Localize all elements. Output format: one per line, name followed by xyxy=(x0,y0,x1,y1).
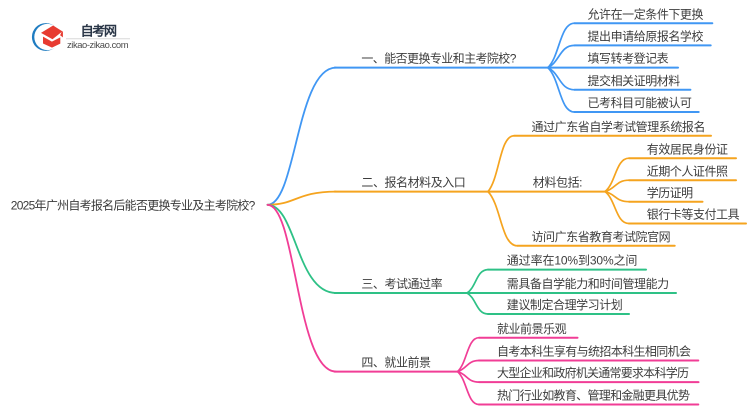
svg-text:三、考试通过率: 三、考试通过率 xyxy=(361,276,442,291)
svg-text:大型企业和政府机关通常要求本科学历: 大型企业和政府机关通常要求本科学历 xyxy=(497,365,689,380)
svg-text:通过广东省自学考试管理系统报名: 通过广东省自学考试管理系统报名 xyxy=(532,119,706,134)
svg-text:已考科目可能被认可: 已考科目可能被认可 xyxy=(588,96,692,110)
svg-text:通过率在10%到30%之间: 通过率在10%到30%之间 xyxy=(507,253,638,268)
svg-text:有效居民身份证: 有效居民身份证 xyxy=(647,141,728,156)
svg-text:材料包括:: 材料包括: xyxy=(533,175,583,190)
svg-text:四、就业前景: 四、就业前景 xyxy=(361,355,431,370)
svg-text:就业前景乐观: 就业前景乐观 xyxy=(497,321,567,336)
svg-text:2025年广州自考报名后能否更换专业及主考院校?: 2025年广州自考报名后能否更换专业及主考院校? xyxy=(11,198,256,213)
svg-text:热门行业如教育、管理和金融更具优势: 热门行业如教育、管理和金融更具优势 xyxy=(497,388,690,403)
svg-text:近期个人证件照: 近期个人证件照 xyxy=(647,164,728,178)
svg-text:提交相关证明材料: 提交相关证明材料 xyxy=(588,73,681,88)
svg-text:二、报名材料及入口: 二、报名材料及入口 xyxy=(361,175,465,190)
svg-text:一、能否更换专业和主考院校?: 一、能否更换专业和主考院校? xyxy=(361,51,516,66)
svg-text:需具备自学能力和时间管理能力: 需具备自学能力和时间管理能力 xyxy=(507,276,669,291)
svg-text:zikao-zikao.com: zikao-zikao.com xyxy=(67,39,129,50)
svg-text:学历证明: 学历证明 xyxy=(647,185,693,200)
svg-text:建议制定合理学习计划: 建议制定合理学习计划 xyxy=(507,297,623,312)
svg-text:自考本科生享有与统招本科生相同机会: 自考本科生享有与统招本科生相同机会 xyxy=(497,344,691,359)
svg-text:提出申请给原报名学校: 提出申请给原报名学校 xyxy=(588,29,704,44)
svg-text:访问广东省教育考试院官网: 访问广东省教育考试院官网 xyxy=(532,229,671,244)
svg-text:银行卡等支付工具: 银行卡等支付工具 xyxy=(647,208,740,222)
svg-text:填写转考登记表: 填写转考登记表 xyxy=(588,51,669,66)
svg-text:自考网: 自考网 xyxy=(81,23,118,39)
svg-text:允许在一定条件下更换: 允许在一定条件下更换 xyxy=(588,6,704,21)
